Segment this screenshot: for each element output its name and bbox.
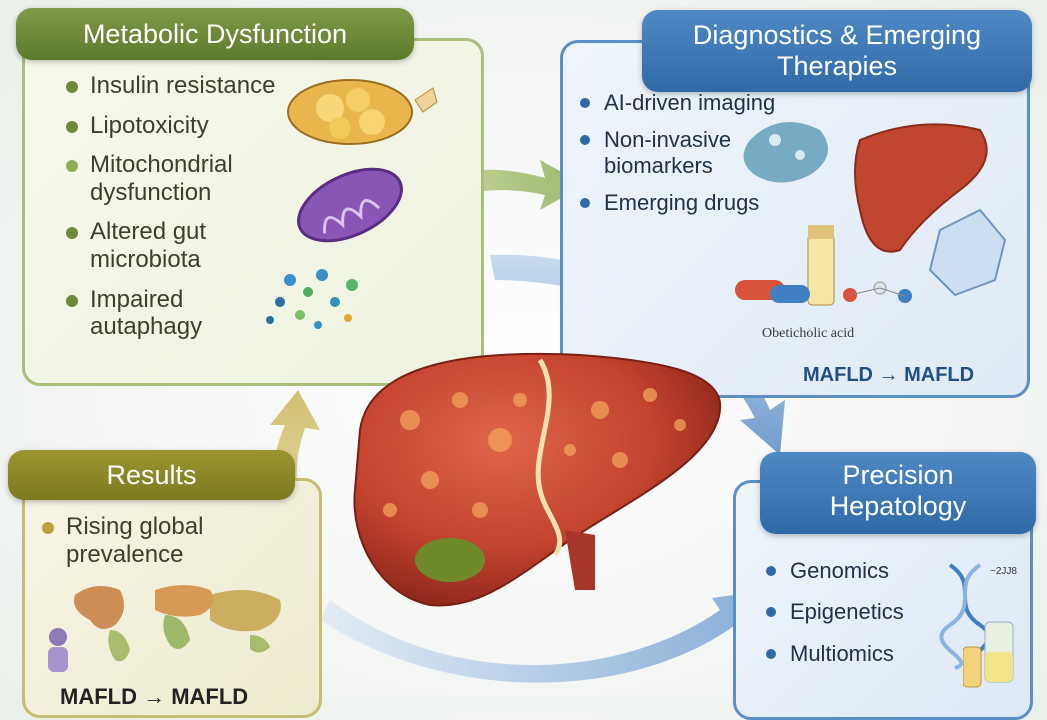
world-map-icon [74,585,281,662]
metabolic-list: Insulin resistance Lipotoxicity Mitochon… [62,72,322,341]
dna-label: ~2JJ8 [990,566,1017,577]
results-footer: MAFLD → MAFLD [60,684,249,709]
results-title: Results [8,450,295,500]
list-item: Non-invasive biomarkers [576,127,776,178]
diagnostics-panel [560,40,1030,398]
mitochondria-icon [297,167,403,243]
diagnostics-title: Diagnostics & Emerging Therapies [642,10,1032,92]
metabolic-panel [22,38,484,386]
precision-title: Precision Hepatology [760,452,1036,534]
molecule-icon [843,281,912,303]
precision-list: Genomics Epigenetics Multiomics [762,558,952,666]
pills-icon [735,280,810,303]
diagnostics-title-line1: Diagnostics & Emerging [692,20,982,50]
list-item: Epigenetics [762,599,952,624]
person-icon [48,628,68,672]
fat-cells-icon [287,79,438,145]
metabolic-title-text: Metabolic Dysfunction [82,19,348,49]
diagnostics-transition: MAFLD → MAFLD [803,364,975,386]
precision-title-line1: Precision [842,460,954,490]
list-item: Genomics [762,558,952,583]
list-item: Mitochondrial dysfunction [62,151,290,206]
precision-title-line2: Hepatology [829,491,967,521]
drug-label: Obeticholic acid [762,326,855,341]
list-item: Altered gut microbiota [62,218,270,273]
results-title-text: Results [106,460,197,490]
list-item: Rising global prevalence [38,513,248,568]
list-item: AI-driven imaging [576,90,776,115]
results-list: Rising global prevalence [38,513,248,568]
list-item: Insulin resistance [62,72,322,100]
brain-network-icon [743,122,828,183]
list-item: Impaired autaphagy [62,286,260,341]
list-item: Multiomics [762,641,952,666]
diagnostics-title-line2: Therapies [776,51,898,81]
liver-small-icon [854,123,988,253]
list-item: Lipotoxicity [62,112,322,140]
vial-icon [963,621,1014,688]
metabolic-title: Metabolic Dysfunction [16,8,414,60]
liver-icon [353,352,722,607]
arrow-icon [400,160,585,215]
microbiota-icon [266,269,358,329]
metabolic-illustrations [266,79,438,329]
vial-icon [807,225,835,306]
diagnostics-list: AI-driven imaging Non-invasive biomarker… [576,90,776,215]
robot-hand-icon [928,208,1007,297]
diagnostics-illustrations [735,122,1007,306]
list-item: Emerging drugs [576,190,776,215]
